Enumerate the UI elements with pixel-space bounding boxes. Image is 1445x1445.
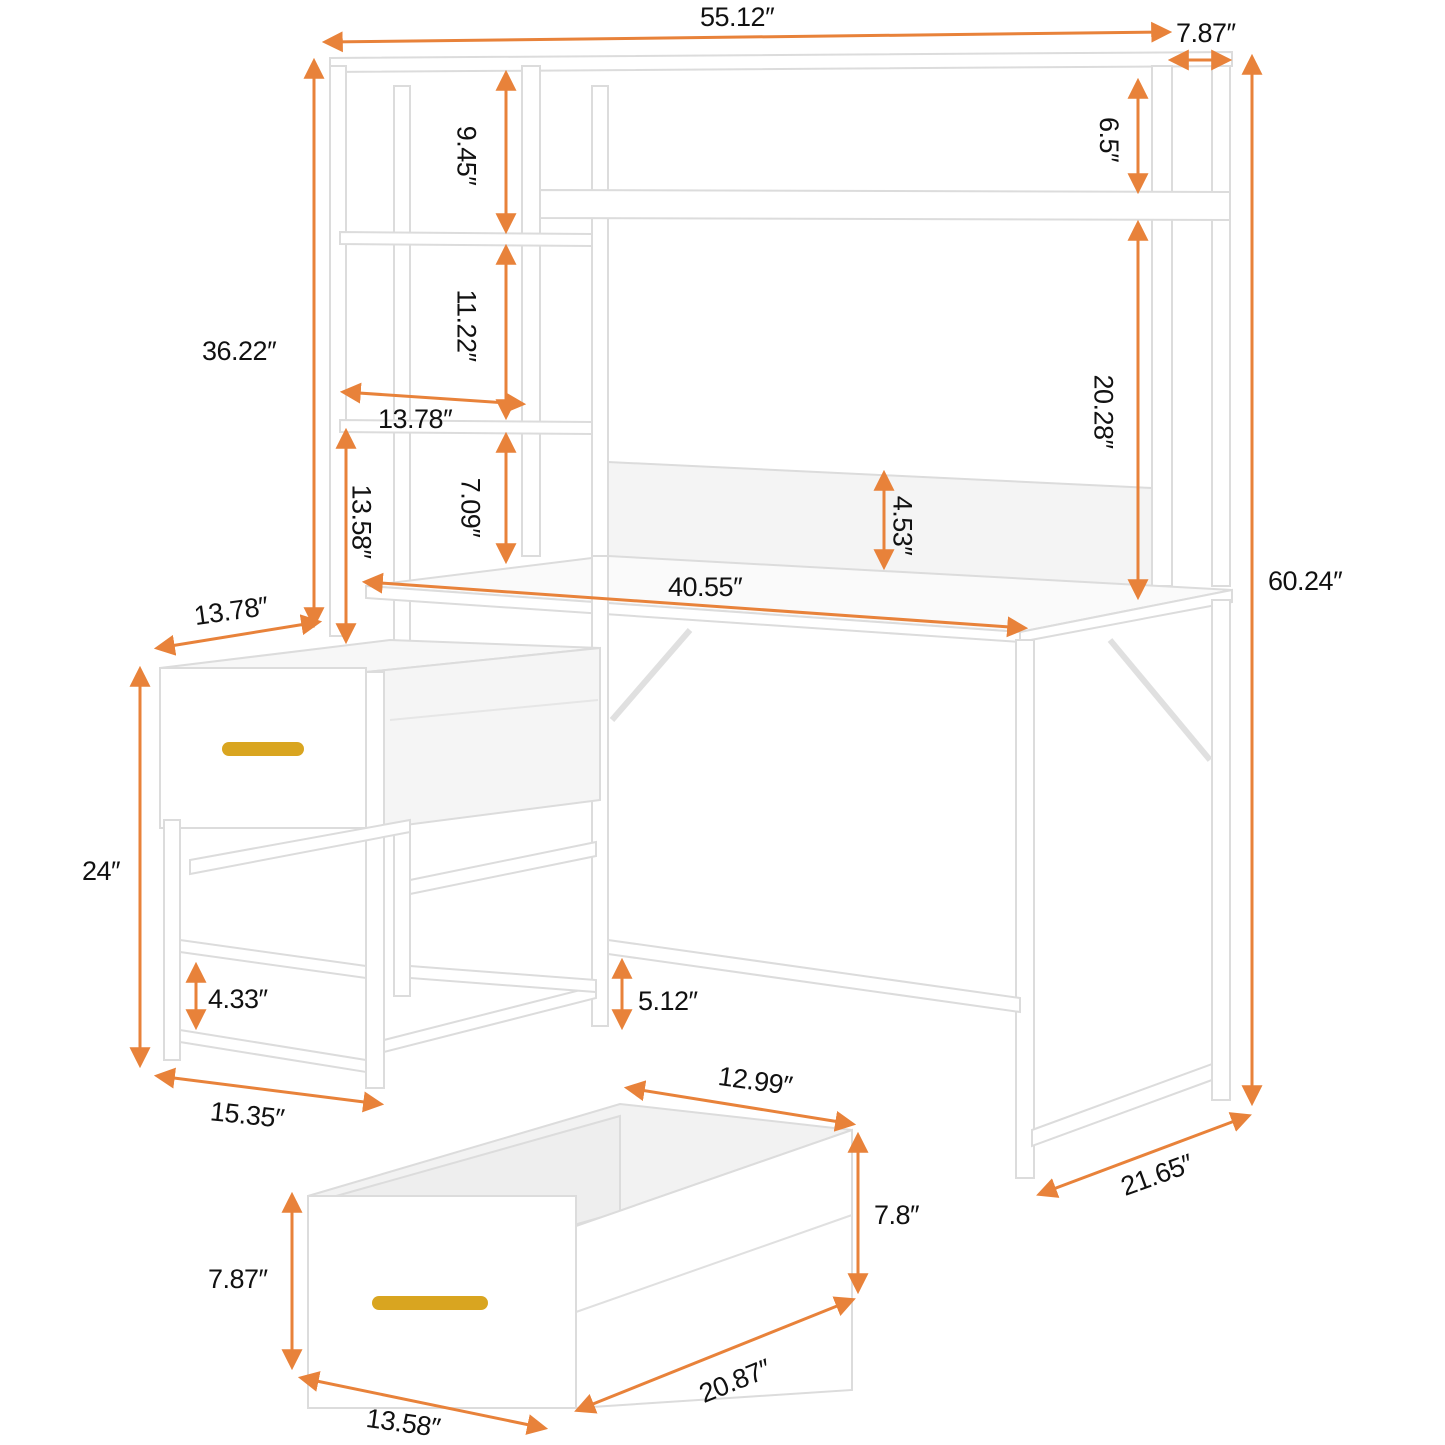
drawer-cabinet xyxy=(159,638,601,1089)
label-hutch-main-gap: 20.28″ xyxy=(1088,374,1119,449)
label-side-low-gap: 7.09″ xyxy=(455,477,486,538)
label-drawer-front-height: 7.87″ xyxy=(208,1264,268,1294)
detached-drawer xyxy=(307,1102,853,1410)
cabinet-drawer-handle xyxy=(222,742,304,756)
label-side-shelf-width: 13.78″ xyxy=(378,404,453,434)
label-hutch-top-gap: 6.5″ xyxy=(1094,116,1125,163)
label-cabinet-clearance: 4.33″ xyxy=(208,984,268,1014)
label-backboard-height: 4.53″ xyxy=(887,495,918,556)
label-side-top-gap: 9.45″ xyxy=(451,125,482,186)
label-side-lower-height: 13.58″ xyxy=(346,484,377,559)
label-overall-width: 55.12″ xyxy=(700,2,775,32)
label-overall-height: 60.24″ xyxy=(1268,566,1343,596)
label-side-shelf-height: 36.22″ xyxy=(202,336,277,366)
label-desktop-width: 40.55″ xyxy=(668,572,743,602)
dimension-arrows xyxy=(129,21,1263,1435)
drawer-handle xyxy=(372,1296,488,1310)
label-desk-clearance: 5.12″ xyxy=(638,986,698,1016)
label-cabinet-height: 24″ xyxy=(82,856,121,886)
desk-structure xyxy=(329,50,1233,1179)
label-drawer-inner-height: 7.8″ xyxy=(874,1200,920,1230)
label-hutch-depth: 7.87″ xyxy=(1176,18,1236,48)
label-side-mid-gap: 11.22″ xyxy=(451,289,482,362)
